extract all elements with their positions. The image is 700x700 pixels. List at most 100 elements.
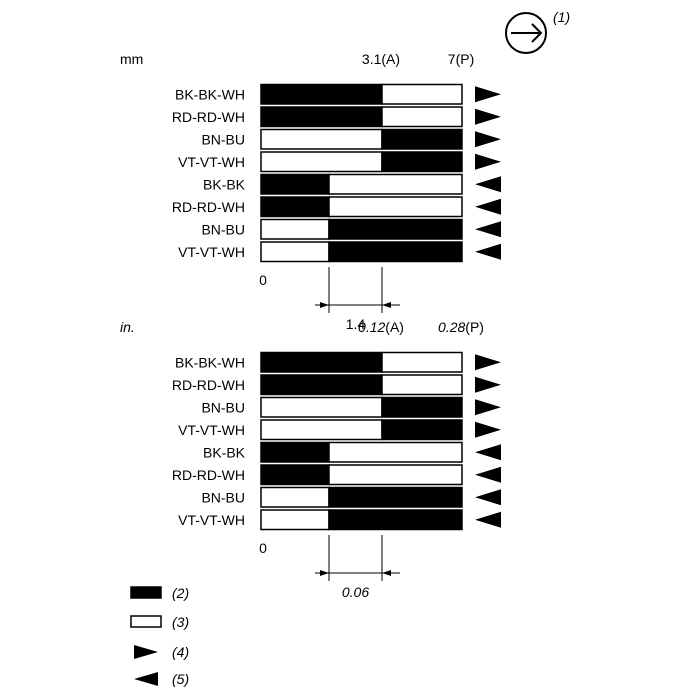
legend-label: (2) xyxy=(172,585,189,601)
direction-callout: (1) xyxy=(553,9,570,25)
dimension-label: 0.06 xyxy=(342,584,369,600)
top-tick-suffix: (A) xyxy=(381,51,400,67)
wire-row: RD-RD-WH xyxy=(172,106,501,128)
right-arrow-icon xyxy=(475,376,501,393)
empty-segment xyxy=(260,486,330,508)
empty-segment xyxy=(260,396,383,418)
zero-label: 0 xyxy=(259,540,267,556)
right-arrow-icon xyxy=(475,399,501,416)
filled-segment xyxy=(260,351,383,373)
empty-segment xyxy=(381,351,463,373)
top-tick-value: 7 xyxy=(448,51,456,67)
legend-item: (2) xyxy=(130,585,189,601)
left-arrow-icon xyxy=(475,221,501,238)
top-tick-value: 3.1 xyxy=(362,51,382,67)
filled-segment xyxy=(328,486,463,508)
legend-label: (5) xyxy=(172,671,189,687)
filled-segment xyxy=(381,396,463,418)
empty-segment xyxy=(381,83,463,105)
filled-segment xyxy=(260,464,330,486)
top-tick-value: 0.28 xyxy=(438,319,465,335)
filled-segment xyxy=(328,218,463,240)
left-arrow-icon xyxy=(475,176,501,193)
wire-row: BK-BK xyxy=(203,173,501,195)
unit-label: mm xyxy=(120,51,143,67)
filled-segment xyxy=(328,509,463,531)
empty-segment xyxy=(260,419,383,441)
wire-row: RD-RD-WH xyxy=(172,196,501,218)
wire-label: BK-BK xyxy=(203,444,246,460)
top-tick-suffix: (A) xyxy=(385,319,404,335)
right-arrow-icon xyxy=(475,86,501,103)
empty-segment xyxy=(381,374,463,396)
empty-segment xyxy=(328,441,463,463)
left-arrow-icon xyxy=(475,489,501,506)
empty-segment xyxy=(328,464,463,486)
wire-label: BN-BU xyxy=(201,399,245,415)
empty-bar-icon xyxy=(130,615,162,628)
wire-row: BN-BU xyxy=(201,396,501,418)
top-tick-label: 0.12(A) xyxy=(358,319,404,335)
empty-segment xyxy=(260,128,383,150)
left-arrow-icon xyxy=(134,672,158,686)
wire-label: BK-BK-WH xyxy=(175,354,245,370)
wire-label: VT-VT-WH xyxy=(178,422,245,438)
legend-label: (3) xyxy=(172,614,189,630)
right-arrow-icon xyxy=(475,421,501,438)
empty-segment xyxy=(328,173,463,195)
empty-segment xyxy=(260,241,330,263)
wire-label: RD-RD-WH xyxy=(172,467,245,483)
empty-segment xyxy=(260,151,383,173)
wire-row: VT-VT-WH xyxy=(178,509,501,531)
wire-label: BK-BK xyxy=(203,176,246,192)
dimension-arrow-icon xyxy=(382,570,391,576)
legend-item: (4) xyxy=(134,644,189,660)
wire-label: BK-BK-WH xyxy=(175,86,245,102)
right-arrow-icon xyxy=(475,108,501,125)
filled-segment xyxy=(260,374,383,396)
legend-item: (3) xyxy=(130,614,189,630)
wire-row: VT-VT-WH xyxy=(178,151,501,173)
empty-segment xyxy=(260,218,330,240)
wire-label: RD-RD-WH xyxy=(172,377,245,393)
dimension-arrow-icon xyxy=(320,302,329,308)
right-arrow-icon xyxy=(475,354,501,371)
unit-label: in. xyxy=(120,319,135,335)
filled-segment xyxy=(260,196,330,218)
filled-segment xyxy=(260,106,383,128)
filled-segment xyxy=(381,128,463,150)
dimension-label: 1.4 xyxy=(346,316,366,332)
top-tick-label: 0.28(P) xyxy=(438,319,484,335)
empty-segment xyxy=(260,509,330,531)
top-tick-label: 3.1(A) xyxy=(362,51,400,67)
wire-row: BN-BU xyxy=(201,128,501,150)
wire-label: BN-BU xyxy=(201,131,245,147)
filled-segment xyxy=(260,83,383,105)
zero-label: 0 xyxy=(259,272,267,288)
wire-row: RD-RD-WH xyxy=(172,374,501,396)
left-arrow-icon xyxy=(475,198,501,215)
filled-segment xyxy=(260,173,330,195)
top-tick-suffix: (P) xyxy=(456,51,475,67)
filled-segment xyxy=(260,441,330,463)
legend-item: (5) xyxy=(134,671,189,687)
wire-label: VT-VT-WH xyxy=(178,154,245,170)
wire-label: RD-RD-WH xyxy=(172,109,245,125)
filled-segment xyxy=(328,241,463,263)
empty-segment xyxy=(381,106,463,128)
dimension-arrow-icon xyxy=(382,302,391,308)
wire-row: VT-VT-WH xyxy=(178,241,501,263)
legend-label: (4) xyxy=(172,644,189,660)
top-tick-label: 7(P) xyxy=(448,51,474,67)
filled-bar-icon xyxy=(130,586,162,599)
wire-row: BK-BK-WH xyxy=(175,351,501,373)
wire-row: BK-BK xyxy=(203,441,501,463)
wire-label: VT-VT-WH xyxy=(178,512,245,528)
left-arrow-icon xyxy=(475,243,501,260)
wire-row: BN-BU xyxy=(201,486,501,508)
wire-row: VT-VT-WH xyxy=(178,419,501,441)
filled-segment xyxy=(381,419,463,441)
direction-icon xyxy=(505,12,547,54)
